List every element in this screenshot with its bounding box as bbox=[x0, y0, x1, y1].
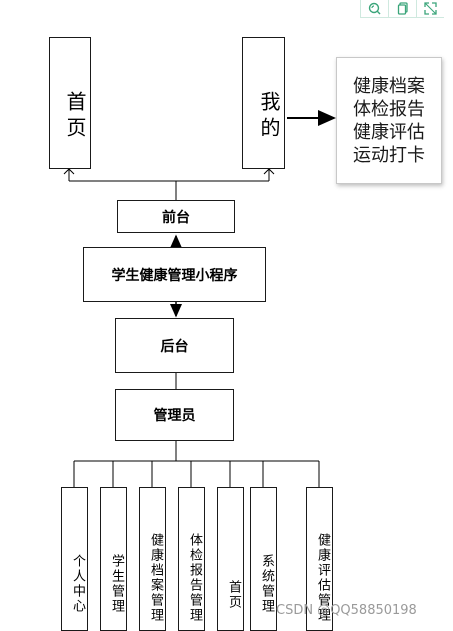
feature-item: 健康评估 bbox=[353, 121, 425, 143]
module-label: 健康档案管理 bbox=[148, 533, 163, 623]
watermark: CSDN @QQ58850198 bbox=[276, 603, 417, 618]
admin-node-label: 管理员 bbox=[153, 408, 196, 424]
open-arrowhead-home bbox=[63, 168, 75, 175]
module-label: 首页 bbox=[226, 580, 241, 610]
feature-item: 健康档案 bbox=[353, 75, 425, 97]
frontend-node-label: 前台 bbox=[162, 209, 190, 226]
mine-node-label: 我的 bbox=[257, 91, 281, 143]
module-student-management: 学生管理 bbox=[100, 487, 127, 631]
backend-node: 后台 bbox=[115, 318, 234, 373]
module-label: 体检报告管理 bbox=[187, 533, 202, 623]
module-label: 个人中心 bbox=[70, 554, 85, 614]
module-home: 首页 bbox=[217, 487, 244, 631]
feature-item: 体检报告 bbox=[353, 98, 425, 120]
feature-item: 运动打卡 bbox=[353, 144, 425, 166]
admin-node: 管理员 bbox=[115, 389, 234, 441]
home-node: 首页 bbox=[49, 37, 91, 169]
module-personal-center: 个人中心 bbox=[61, 487, 88, 631]
module-label: 健康评估管理 bbox=[315, 533, 330, 623]
frontend-node: 前台 bbox=[117, 200, 235, 233]
module-label: 系统管理 bbox=[259, 554, 274, 614]
open-arrowhead-mine bbox=[263, 168, 275, 175]
backend-node-label: 后台 bbox=[160, 338, 189, 355]
mine-features-callout: 健康档案 体检报告 健康评估 运动打卡 bbox=[336, 57, 442, 184]
module-label: 学生管理 bbox=[109, 554, 124, 614]
home-node-label: 首页 bbox=[63, 91, 87, 143]
module-exam-report-management: 体检报告管理 bbox=[178, 487, 205, 631]
module-health-record-management: 健康档案管理 bbox=[139, 487, 166, 631]
expand-icon[interactable] bbox=[416, 0, 444, 18]
module-system-management: 系统管理 bbox=[250, 487, 277, 631]
copy-icon[interactable] bbox=[388, 0, 416, 18]
image-toolbar bbox=[360, 0, 444, 18]
search-icon[interactable] bbox=[360, 0, 388, 18]
app-node-label: 学生健康管理小程序 bbox=[111, 267, 238, 284]
app-node: 学生健康管理小程序 bbox=[83, 247, 266, 302]
mine-node: 我的 bbox=[242, 37, 285, 169]
